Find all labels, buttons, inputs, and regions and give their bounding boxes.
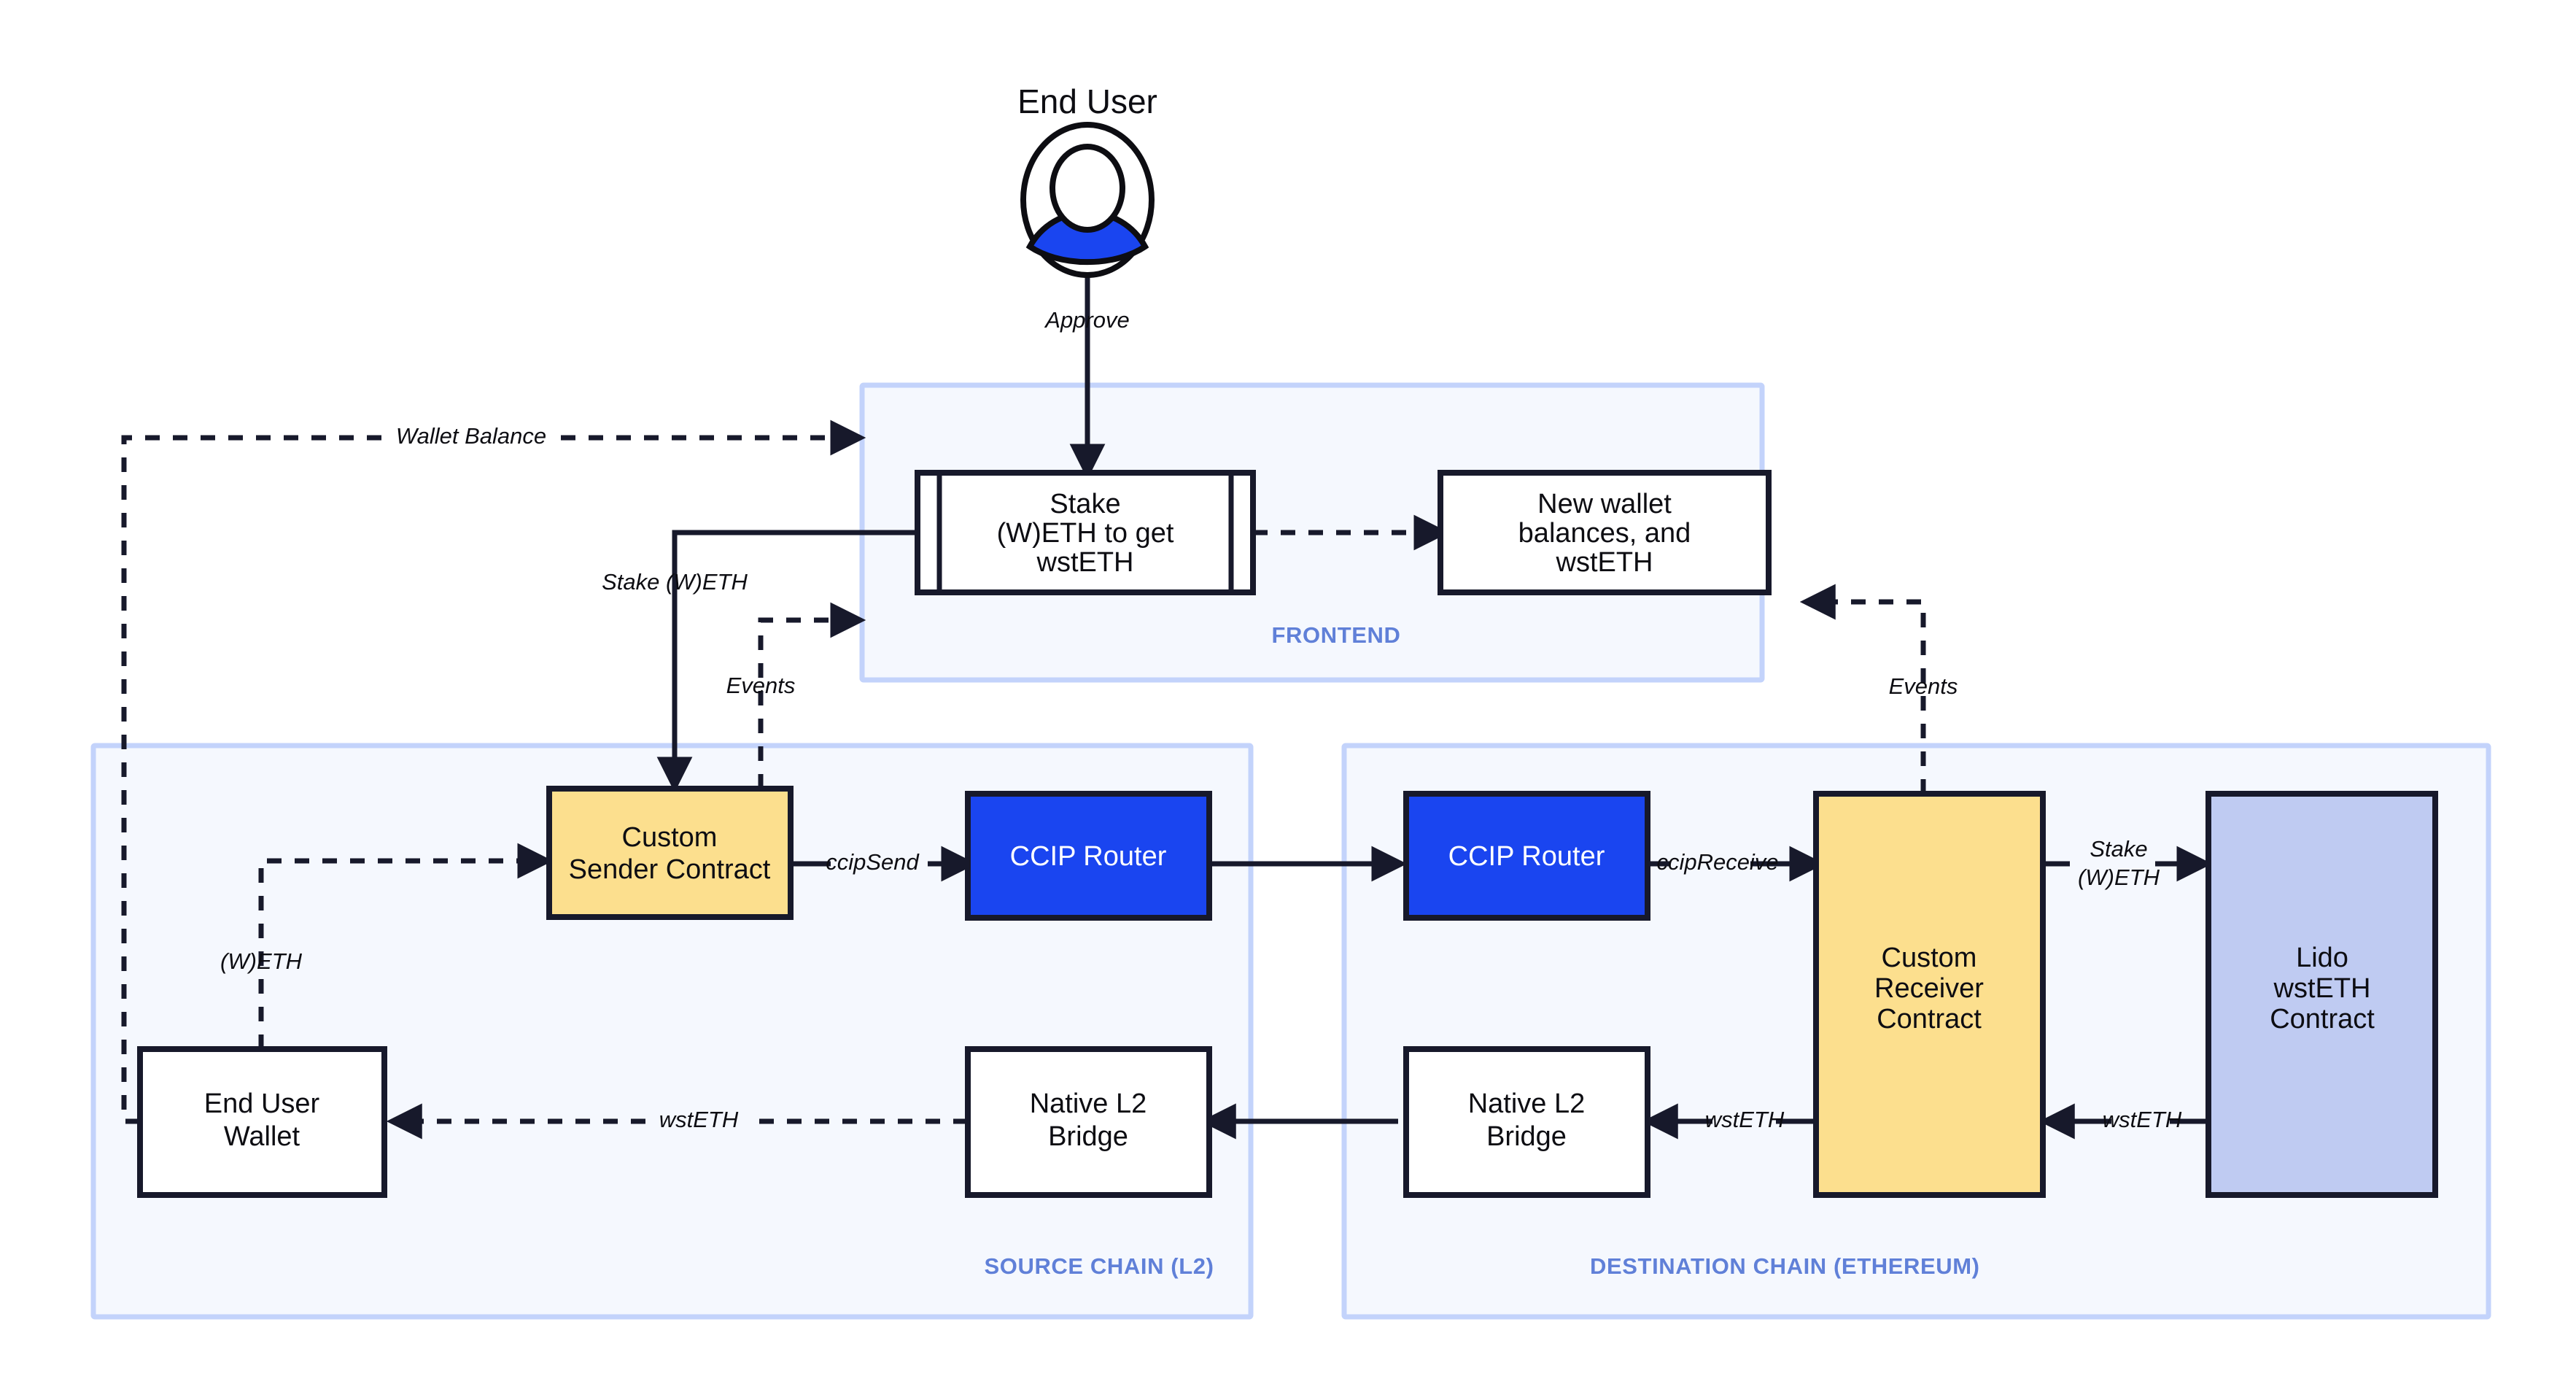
end-user-actor: End User xyxy=(1017,82,1157,278)
node-router-dest-label: CCIP Router xyxy=(1448,841,1605,872)
node-receiver-line1: Custom xyxy=(1882,943,1977,973)
node-sender-line2: Sender Contract xyxy=(569,854,771,885)
edge-weth xyxy=(258,843,554,1049)
node-router-source-label: CCIP Router xyxy=(1010,841,1167,872)
edge-labels: Approve Wallet Balance Stake (W)ETH Even… xyxy=(220,307,2182,1132)
edge-label-wsteth-wallet: wstETH xyxy=(659,1107,739,1132)
node-receiver-line2: Receiver xyxy=(1874,973,1984,1004)
node-receiver-line3: Contract xyxy=(1877,1004,1982,1034)
edge-label-events-dest: Events xyxy=(1889,673,1958,699)
page-title: End User xyxy=(1017,82,1157,120)
edge-stakeform-to-balances xyxy=(1253,533,1440,864)
edge-label-weth: (W)ETH xyxy=(220,948,303,974)
user-avatar-icon xyxy=(1020,122,1155,278)
zone-frontend-label: FRONTEND xyxy=(1271,622,1400,648)
node-custom-receiver-contract[interactable]: Custom Receiver Contract xyxy=(1813,791,2046,1198)
node-bridge-source-line2: Bridge xyxy=(1048,1121,1128,1152)
node-new-balances-line2: balances, and xyxy=(1518,518,1691,549)
node-lido-line3: Contract xyxy=(2270,1004,2375,1034)
node-stake-form-line1: Stake xyxy=(1050,489,1120,519)
edge-label-wsteth-lido: wstETH xyxy=(2103,1107,2182,1132)
node-stake-form-line3: wstETH xyxy=(1036,547,1134,578)
node-ccip-router-source[interactable]: CCIP Router xyxy=(965,791,1212,921)
edge-label-approve: Approve xyxy=(1044,307,1129,333)
edge-label-stake-weth-dest-line1: Stake xyxy=(2090,836,2147,862)
edge-label-wsteth-bridge: wstETH xyxy=(1705,1107,1785,1132)
node-wallet-line1: End User xyxy=(204,1088,320,1119)
node-new-wallet-balances[interactable]: New wallet balances, and wstETH xyxy=(1438,470,1772,595)
edge-label-events-source: Events xyxy=(726,673,796,698)
node-bridge-dest-line1: Native L2 xyxy=(1468,1088,1586,1119)
node-new-balances-line3: wstETH xyxy=(1556,547,1653,578)
edge-stake-weth xyxy=(656,530,917,793)
node-native-l2-bridge-destination[interactable]: Native L2 Bridge xyxy=(1403,1046,1650,1198)
node-ccip-router-destination[interactable]: CCIP Router xyxy=(1403,791,1650,921)
node-wallet-line2: Wallet xyxy=(224,1121,300,1152)
node-custom-sender-contract[interactable]: Custom Sender Contract xyxy=(546,786,794,920)
node-sender-line1: Custom xyxy=(622,822,718,853)
node-lido-wsteth-contract[interactable]: Lido wstETH Contract xyxy=(2205,791,2438,1198)
edge-label-ccipreceive: ccipReceive xyxy=(1656,849,1778,875)
node-new-balances-line1: New wallet xyxy=(1537,489,1672,519)
edge-events-dest xyxy=(1799,584,1926,794)
node-lido-line2: wstETH xyxy=(2273,973,2371,1004)
zone-destination-chain-label: DESTINATION CHAIN (ETHEREUM) xyxy=(1590,1253,1980,1279)
edge-label-ccipsend: ccipSend xyxy=(826,849,920,875)
node-end-user-wallet[interactable]: End User Wallet xyxy=(137,1046,387,1198)
node-stake-form-line2: (W)ETH to get xyxy=(997,518,1174,549)
zone-source-chain-label: SOURCE CHAIN (L2) xyxy=(984,1253,1214,1279)
edge-events-source xyxy=(758,602,866,789)
node-bridge-dest-line2: Bridge xyxy=(1486,1121,1567,1152)
edge-label-stake-weth: Stake (W)ETH xyxy=(602,569,748,595)
edge-label-wallet-balance: Wallet Balance xyxy=(396,423,546,449)
node-native-l2-bridge-source[interactable]: Native L2 Bridge xyxy=(965,1046,1212,1198)
edge-label-stake-weth-dest-line2: (W)ETH xyxy=(2078,865,2160,890)
node-stake-form[interactable]: Stake (W)ETH to get wstETH xyxy=(915,470,1256,595)
node-lido-line1: Lido xyxy=(2296,943,2348,973)
node-bridge-source-line1: Native L2 xyxy=(1030,1088,1147,1119)
